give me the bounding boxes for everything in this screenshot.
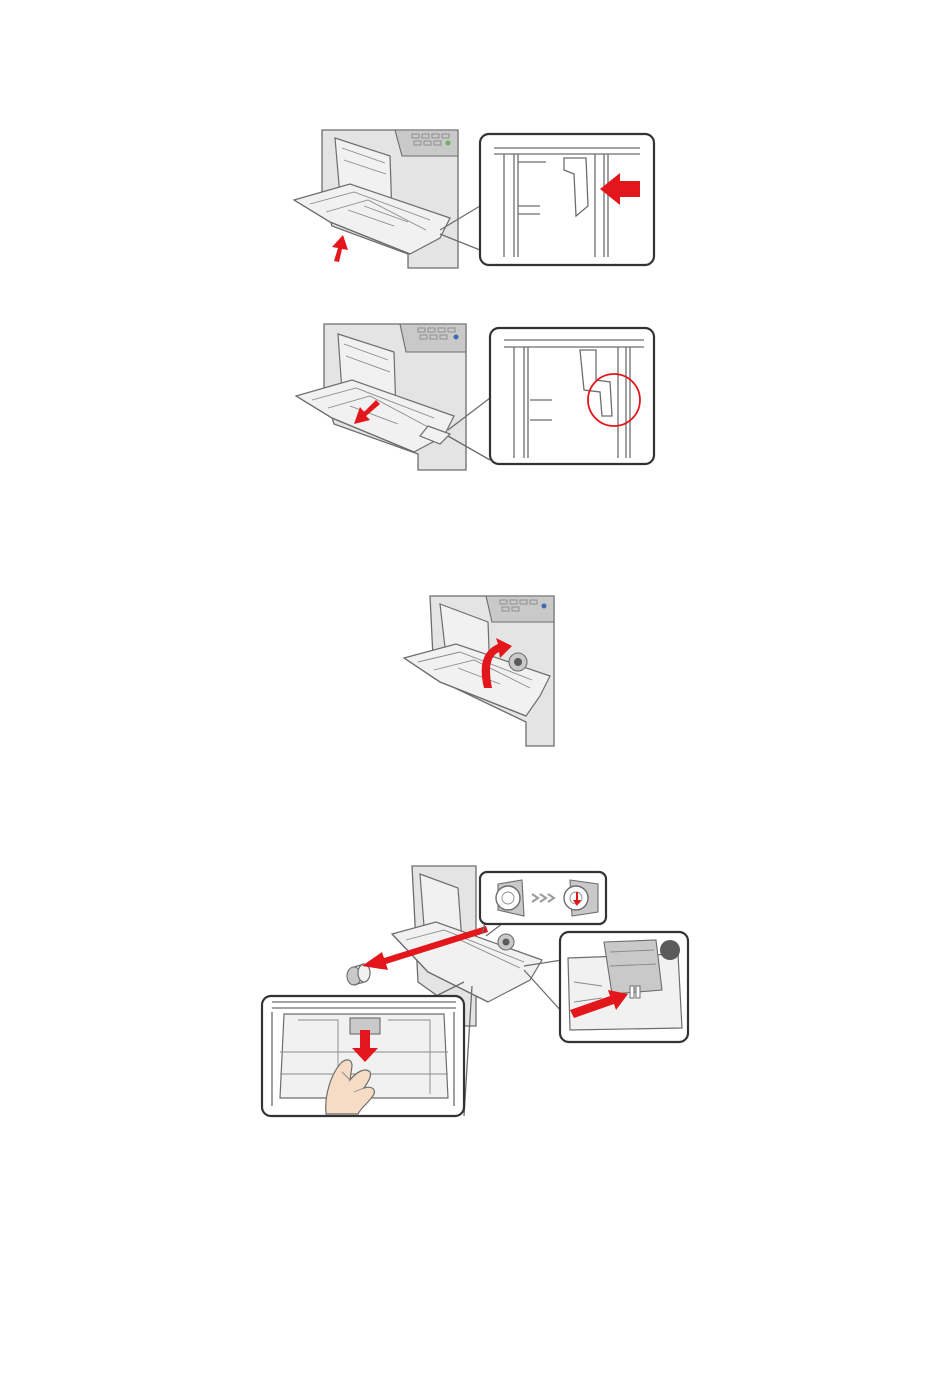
figure-1-drawing (290, 126, 660, 271)
roller-icon (498, 934, 514, 950)
detail-panel-bottom (272, 1002, 456, 1114)
figure-3-open-roller-cover (400, 592, 560, 750)
figure-4-replace-roller (258, 862, 694, 1124)
red-arrow-icon (332, 235, 348, 262)
roller-icon (509, 653, 527, 671)
figure-2-drawing (290, 320, 660, 472)
figure-3-drawing (400, 592, 560, 750)
figure-1-open-tray (290, 126, 660, 271)
figure-2-close-tray (290, 320, 660, 472)
roller-icon (347, 964, 370, 985)
figure-4-drawing (258, 862, 694, 1124)
